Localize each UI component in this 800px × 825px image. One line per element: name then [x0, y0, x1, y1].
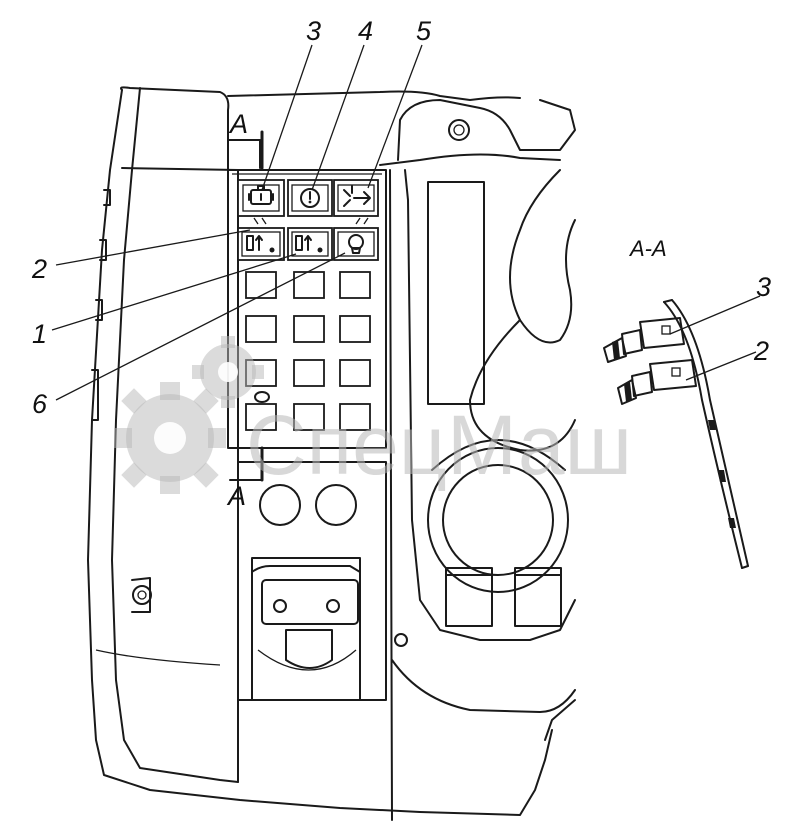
round-gauge-right [315, 484, 357, 526]
switch-panel: A A [226, 109, 387, 511]
section-cut-label-bottom: A [226, 481, 246, 511]
axle-lock-switch[interactable] [237, 227, 285, 261]
section-callout-3: 3 [756, 272, 771, 302]
blank-switch[interactable] [339, 271, 371, 299]
blank-switch[interactable] [245, 271, 277, 299]
panel-screw-right [326, 599, 340, 613]
section-view-a-a: A-A 3 2 [603, 236, 771, 569]
panel-screw-left [273, 599, 287, 613]
switch-row-2 [237, 227, 379, 261]
callout-3: 3 [306, 16, 321, 46]
diff-lock-icon [295, 235, 323, 253]
round-gauge-left [259, 484, 301, 526]
callout-5: 5 [416, 16, 432, 46]
warning-lamp-row [237, 179, 379, 225]
engine-warning-lamp [237, 179, 285, 217]
blank-switch[interactable] [293, 359, 325, 387]
lower-center-panel [237, 461, 387, 701]
section-callout-2: 2 [753, 336, 769, 366]
diff-lock-switch[interactable] [287, 227, 333, 261]
blank-switch[interactable] [339, 403, 371, 431]
callout-leaders [51, 44, 423, 401]
section-switch-lower [617, 359, 697, 405]
bulb-icon [348, 234, 364, 254]
section-cut-label-top: A [228, 109, 248, 139]
brake-warning-lamp [287, 179, 333, 217]
blank-switch[interactable] [339, 359, 371, 387]
blank-switch[interactable] [293, 315, 325, 343]
watermark-text: СпецМаш [246, 398, 632, 492]
blank-switch[interactable] [293, 271, 325, 299]
callout-1: 1 [32, 319, 47, 349]
blank-switch[interactable] [339, 315, 371, 343]
blank-switch[interactable] [245, 403, 277, 431]
right-console [379, 99, 576, 821]
indicator-lens [254, 391, 270, 403]
callout-6: 6 [32, 389, 48, 419]
blank-switch[interactable] [245, 315, 277, 343]
axle-lock-icon [246, 235, 275, 253]
lamp-check-icon [343, 185, 371, 207]
watermark: СпецМаш [114, 336, 632, 494]
gear-small-icon [192, 336, 264, 408]
brake-warning-icon [300, 188, 320, 208]
gear-icon [114, 382, 226, 494]
lamp-check-lamp [333, 179, 379, 217]
blank-switch-grid [245, 271, 371, 431]
engine-warning-icon [248, 185, 274, 205]
callout-4: 4 [358, 16, 373, 46]
section-view-title: A-A [628, 236, 667, 261]
blank-switch[interactable] [293, 403, 325, 431]
section-switch-upper [603, 317, 685, 363]
callout-2: 2 [31, 254, 47, 284]
